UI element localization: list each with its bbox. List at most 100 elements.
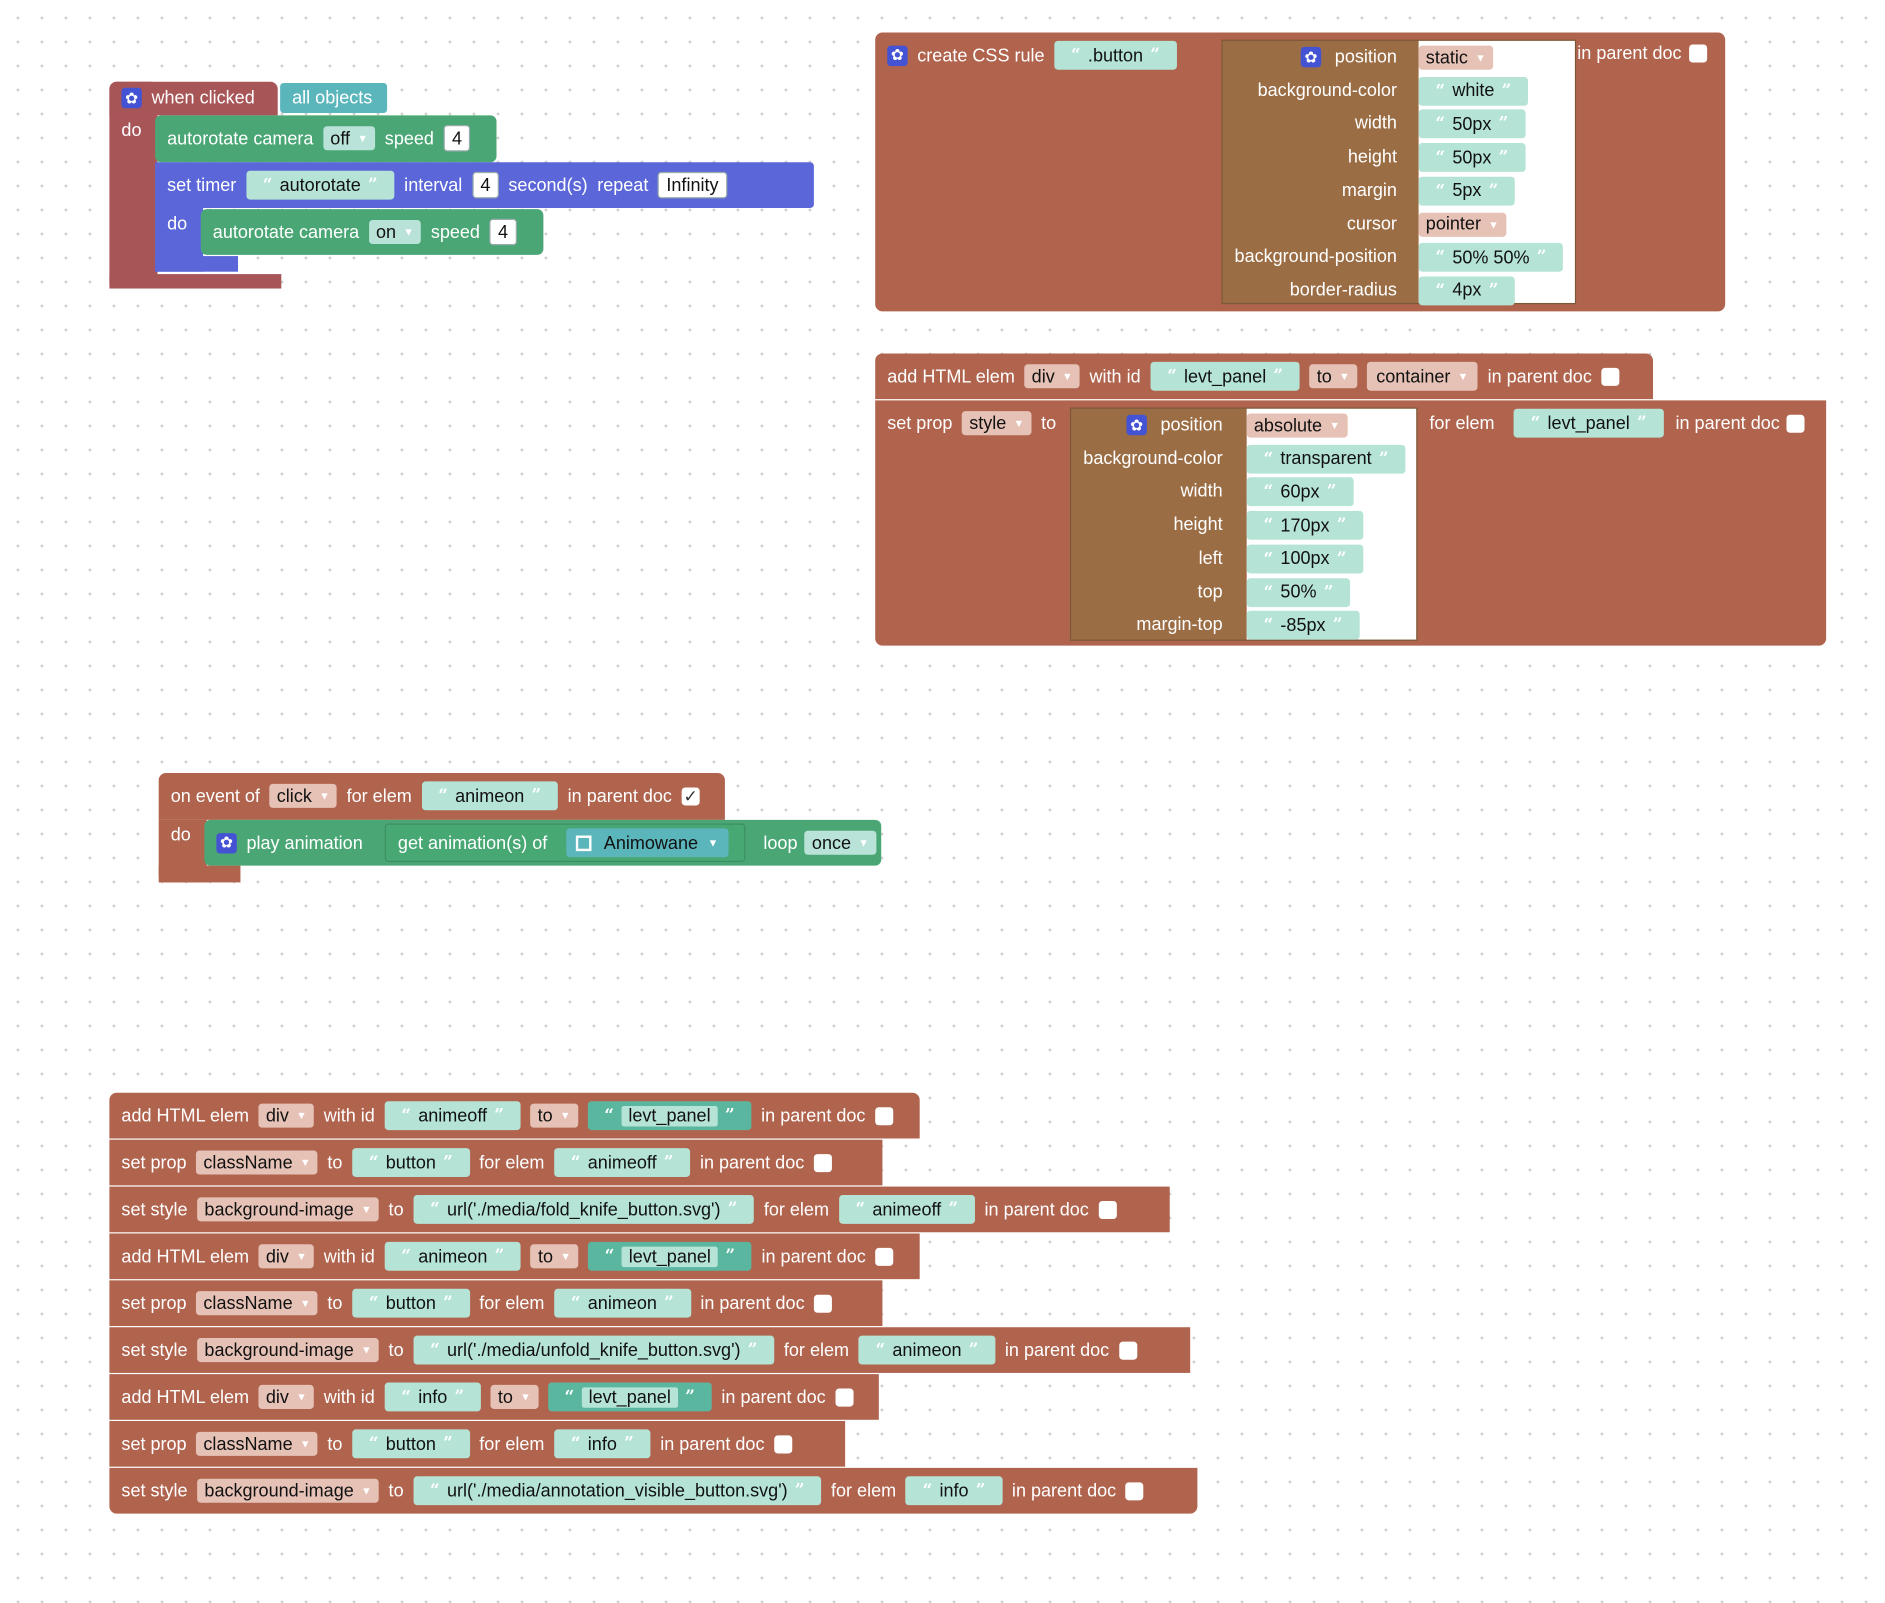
stmt-dropdown-2[interactable]: background-image▼ <box>197 1197 379 1222</box>
autorotate-camera-off-block[interactable]: autorotate camera off▼ speed 4 <box>155 115 497 163</box>
in-parent-doc-checkbox[interactable] <box>1688 44 1707 63</box>
prop-dropdown[interactable]: style▼ <box>962 411 1032 436</box>
container-dropdown[interactable]: container▼ <box>1366 361 1478 391</box>
elem-field[interactable]: “levt_panel” <box>1513 408 1664 438</box>
set-timer-block[interactable]: set timer “autorotate” interval 4 second… <box>155 162 814 208</box>
settings-gear-icon[interactable]: ✿ <box>1126 414 1147 436</box>
style-prop-value-5[interactable]: “50%” <box>1246 577 1351 607</box>
settings-gear-icon[interactable]: ✿ <box>1300 46 1322 68</box>
css-prop-value-3[interactable]: “50px” <box>1418 143 1526 173</box>
all-objects-param[interactable]: all objects <box>280 82 388 114</box>
stmt-string-a-4[interactable]: “button” <box>352 1288 470 1318</box>
in-parent-doc-checkbox[interactable] <box>1786 414 1806 433</box>
in-parent-doc-checkbox[interactable] <box>835 1387 854 1406</box>
style-prop-value-3[interactable]: “170px” <box>1246 511 1364 540</box>
stmt-string-b-1[interactable]: “animeoff” <box>554 1148 691 1177</box>
stmt-dropdown-3[interactable]: div▼ <box>258 1244 315 1269</box>
in-parent-doc-checkbox[interactable] <box>1118 1341 1137 1360</box>
stmt-target-field-0[interactable]: “levt_panel” <box>587 1101 752 1131</box>
camera-state-dropdown[interactable]: off▼ <box>323 126 376 151</box>
when-clicked-block[interactable]: ✿ when clicked do <box>109 81 282 289</box>
stmt-string-b-8[interactable]: “info” <box>905 1476 1003 1506</box>
css-prop-value-6[interactable]: “50% 50%” <box>1418 243 1564 272</box>
in-parent-doc-checkbox[interactable] <box>1601 367 1620 386</box>
autorotate-camera-on-block[interactable]: autorotate camera on▼ speed 4 <box>200 209 544 255</box>
in-parent-doc-checkbox[interactable] <box>774 1434 793 1453</box>
stmt-string-a-0[interactable]: “animeoff” <box>384 1101 521 1131</box>
css-prop-value-0[interactable]: static▼ <box>1418 45 1494 70</box>
stmt-string-a-6[interactable]: “info” <box>384 1382 482 1412</box>
stmt-string-a-3[interactable]: “animeon” <box>384 1241 522 1271</box>
css-prop-value-7[interactable]: “4px” <box>1418 276 1516 306</box>
event-dropdown[interactable]: click▼ <box>269 783 338 808</box>
stmt-string-b-4[interactable]: “animeon” <box>554 1288 691 1318</box>
css-prop-value-4[interactable]: “5px” <box>1418 176 1516 206</box>
object-dropdown[interactable]: Animowane ▼ <box>566 828 728 858</box>
speed-input[interactable]: 4 <box>443 125 471 152</box>
style-prop-value-2[interactable]: “60px” <box>1246 477 1354 507</box>
stmt-to-dropdown-6[interactable]: to▼ <box>490 1384 539 1409</box>
stmt-string-a-7[interactable]: “button” <box>352 1429 470 1459</box>
tag-dropdown[interactable]: div▼ <box>1024 364 1080 389</box>
in-parent-doc-checkbox[interactable] <box>1098 1200 1117 1219</box>
elem-field[interactable]: “animeon” <box>421 781 559 811</box>
stmt-to-dropdown-0[interactable]: to▼ <box>530 1103 578 1128</box>
stmt-string-b-7[interactable]: “info” <box>554 1429 651 1459</box>
add-html-elem-panel-block[interactable]: add HTML elem div▼ with id “levt_panel” … <box>875 353 1654 400</box>
timer-name-field[interactable]: “autorotate” <box>245 170 395 200</box>
style-prop-value-0[interactable]: absolute▼ <box>1246 413 1348 438</box>
in-parent-doc-checkbox[interactable] <box>875 1247 894 1266</box>
interval-input[interactable]: 4 <box>471 171 499 199</box>
css-prop-value-1[interactable]: “white” <box>1418 76 1529 106</box>
stmt-string-a-2[interactable]: “url('./media/fold_knife_button.svg')” <box>413 1194 755 1224</box>
in-parent-doc-checkbox[interactable] <box>1125 1481 1144 1500</box>
in-parent-doc-checkbox[interactable] <box>875 1106 894 1125</box>
style-prop-value-4[interactable]: “100px” <box>1246 544 1364 574</box>
settings-gear-icon[interactable]: ✿ <box>121 87 142 109</box>
in-parent-doc-checkbox[interactable] <box>813 1153 832 1172</box>
stmt-dropdown-7[interactable]: className▼ <box>196 1431 318 1456</box>
stmt-target-field-3[interactable]: “levt_panel” <box>587 1241 752 1271</box>
camera-state-dropdown-2[interactable]: on▼ <box>368 220 422 245</box>
stmt-dropdown-0[interactable]: div▼ <box>258 1103 315 1128</box>
style-prop-value-6[interactable]: “-85px” <box>1246 610 1360 640</box>
play-animation-block[interactable]: ✿ play animation get animation(s) of Ani… <box>204 819 882 866</box>
css-prop-value-5[interactable]: pointer▼ <box>1418 212 1507 237</box>
selector-field[interactable]: “.button” <box>1054 40 1177 70</box>
on-event-block[interactable]: on event of click▼ for elem “animeon” in… <box>158 773 725 820</box>
stmt-dropdown-6[interactable]: div▼ <box>258 1384 315 1409</box>
stmt-string-b-2[interactable]: “animeoff” <box>838 1194 975 1224</box>
in-parent-doc-checkbox[interactable] <box>814 1294 833 1313</box>
stmt-dropdown-5[interactable]: background-image▼ <box>197 1338 379 1363</box>
css-prop-value-2[interactable]: “50px” <box>1418 109 1526 139</box>
stmt-string-a-8[interactable]: “url('./media/annotation_visible_button.… <box>413 1476 822 1506</box>
stmt-dropdown-8[interactable]: background-image▼ <box>197 1478 379 1503</box>
stmt-target-field-6[interactable]: “levt_panel” <box>547 1382 712 1412</box>
repeat-input[interactable]: Infinity <box>657 171 727 199</box>
settings-gear-icon[interactable]: ✿ <box>216 832 237 853</box>
stmt-dropdown-4[interactable]: className▼ <box>196 1291 318 1316</box>
stmt-string-a-5[interactable]: “url('./media/unfold_knife_button.svg')” <box>413 1335 775 1365</box>
settings-gear-icon[interactable]: ✿ <box>887 45 908 66</box>
id-field[interactable]: “levt_panel” <box>1150 361 1300 391</box>
style-prop-value-1[interactable]: “transparent” <box>1246 444 1406 474</box>
stmt-string-b-5[interactable]: “animeon” <box>858 1335 996 1365</box>
stmt-dropdown-1[interactable]: className▼ <box>196 1150 318 1175</box>
loop-dropdown[interactable]: once▼ <box>804 830 877 855</box>
stmt-to-dropdown-3[interactable]: to▼ <box>530 1244 579 1269</box>
stmt-string-a-1[interactable]: “button” <box>352 1148 470 1177</box>
to-dropdown[interactable]: to▼ <box>1309 364 1357 389</box>
speed-input-2[interactable]: 4 <box>489 218 517 246</box>
in-parent-doc-checkbox[interactable]: ✓ <box>681 785 700 805</box>
